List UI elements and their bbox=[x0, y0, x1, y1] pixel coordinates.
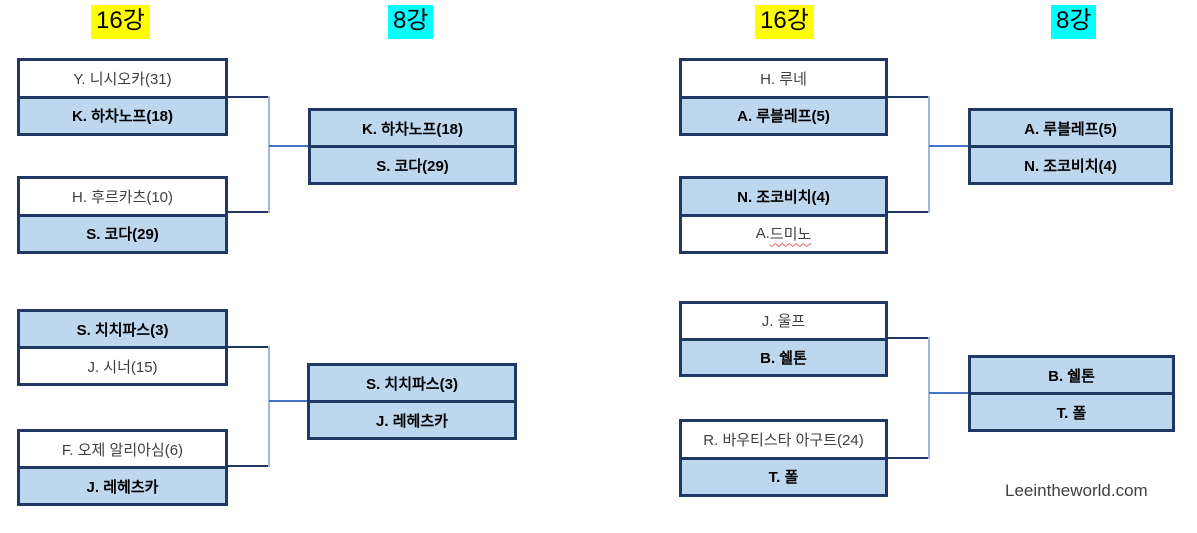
player-cell: J. 시너(15) bbox=[20, 346, 225, 383]
player-cell: R. 바우티스타 아구트(24) bbox=[682, 422, 885, 457]
qf-match-right-1: A. 루블레프(5) N. 조코비치(4) bbox=[968, 108, 1173, 185]
player-name-prefix: A. bbox=[755, 225, 770, 243]
qf-match-left-2: S. 치치파스(3) J. 레헤츠카 bbox=[307, 363, 517, 440]
connector-stub bbox=[888, 337, 930, 339]
player-cell: T. 폴 bbox=[682, 456, 885, 494]
connector-stub bbox=[888, 96, 930, 98]
player-cell: T. 폴 bbox=[971, 392, 1172, 429]
connector-vertical bbox=[268, 346, 270, 467]
site-watermark: Leeintheworld.com bbox=[1005, 481, 1148, 500]
player-cell: A. 루블레프(5) bbox=[971, 111, 1170, 145]
r16-match-right-2: N. 조코비치(4) A. 드미노 bbox=[679, 176, 888, 254]
connector-stub bbox=[888, 457, 930, 459]
connector-stub bbox=[228, 346, 270, 348]
player-cell: J. 울프 bbox=[682, 304, 885, 338]
r16-match-right-1: H. 루네 A. 루블레프(5) bbox=[679, 58, 888, 136]
round16-header-left: 16강 bbox=[91, 5, 150, 39]
connector-horizontal bbox=[929, 392, 968, 394]
quarterfinal-header-right: 8강 bbox=[1051, 5, 1097, 39]
connector-vertical bbox=[268, 96, 270, 213]
player-cell: J. 레헤츠카 bbox=[20, 466, 225, 503]
player-cell: K. 하차노프(18) bbox=[20, 95, 225, 133]
qf-match-right-2: B. 쉘톤 T. 폴 bbox=[968, 355, 1175, 432]
player-cell: N. 조코비치(4) bbox=[971, 145, 1170, 182]
player-cell: H. 후르카츠(10) bbox=[20, 179, 225, 214]
qf-match-left-1: K. 하차노프(18) S. 코다(29) bbox=[308, 108, 517, 185]
connector-stub bbox=[228, 96, 270, 98]
player-cell: B. 쉘톤 bbox=[971, 358, 1172, 392]
r16-match-right-3: J. 울프 B. 쉘톤 bbox=[679, 301, 888, 377]
connector-horizontal bbox=[269, 400, 307, 402]
player-cell: Y. 니시오카(31) bbox=[20, 61, 225, 96]
connector-stub bbox=[888, 211, 930, 213]
connector-vertical bbox=[928, 337, 930, 459]
player-cell: F. 오제 알리아심(6) bbox=[20, 432, 225, 466]
player-cell: S. 코다(29) bbox=[20, 213, 225, 251]
r16-match-left-1: Y. 니시오카(31) K. 하차노프(18) bbox=[17, 58, 228, 136]
connector-stub bbox=[228, 211, 270, 213]
connector-vertical bbox=[928, 96, 930, 213]
r16-match-left-2: H. 후르카츠(10) S. 코다(29) bbox=[17, 176, 228, 254]
connector-horizontal bbox=[269, 145, 308, 147]
player-cell: H. 루네 bbox=[682, 61, 885, 96]
player-cell: N. 조코비치(4) bbox=[682, 179, 885, 214]
player-cell: J. 레헤츠카 bbox=[310, 400, 514, 437]
quarterfinal-header-left: 8강 bbox=[388, 5, 434, 39]
player-cell: B. 쉘톤 bbox=[682, 337, 885, 374]
player-cell: S. 치치파스(3) bbox=[20, 312, 225, 346]
player-name-spellchecked: 드미노 bbox=[769, 226, 812, 244]
connector-horizontal bbox=[929, 145, 968, 147]
player-cell: S. 치치파스(3) bbox=[310, 366, 514, 400]
player-cell: K. 하차노프(18) bbox=[311, 111, 514, 145]
connector-stub bbox=[228, 465, 270, 467]
r16-match-right-4: R. 바우티스타 아구트(24) T. 폴 bbox=[679, 419, 888, 497]
r16-match-left-4: F. 오제 알리아심(6) J. 레헤츠카 bbox=[17, 429, 228, 506]
r16-match-left-3: S. 치치파스(3) J. 시너(15) bbox=[17, 309, 228, 386]
player-cell: S. 코다(29) bbox=[311, 145, 514, 182]
round16-header-right: 16강 bbox=[755, 5, 814, 39]
player-cell: A. 루블레프(5) bbox=[682, 95, 885, 133]
player-cell: A. 드미노 bbox=[682, 213, 885, 251]
